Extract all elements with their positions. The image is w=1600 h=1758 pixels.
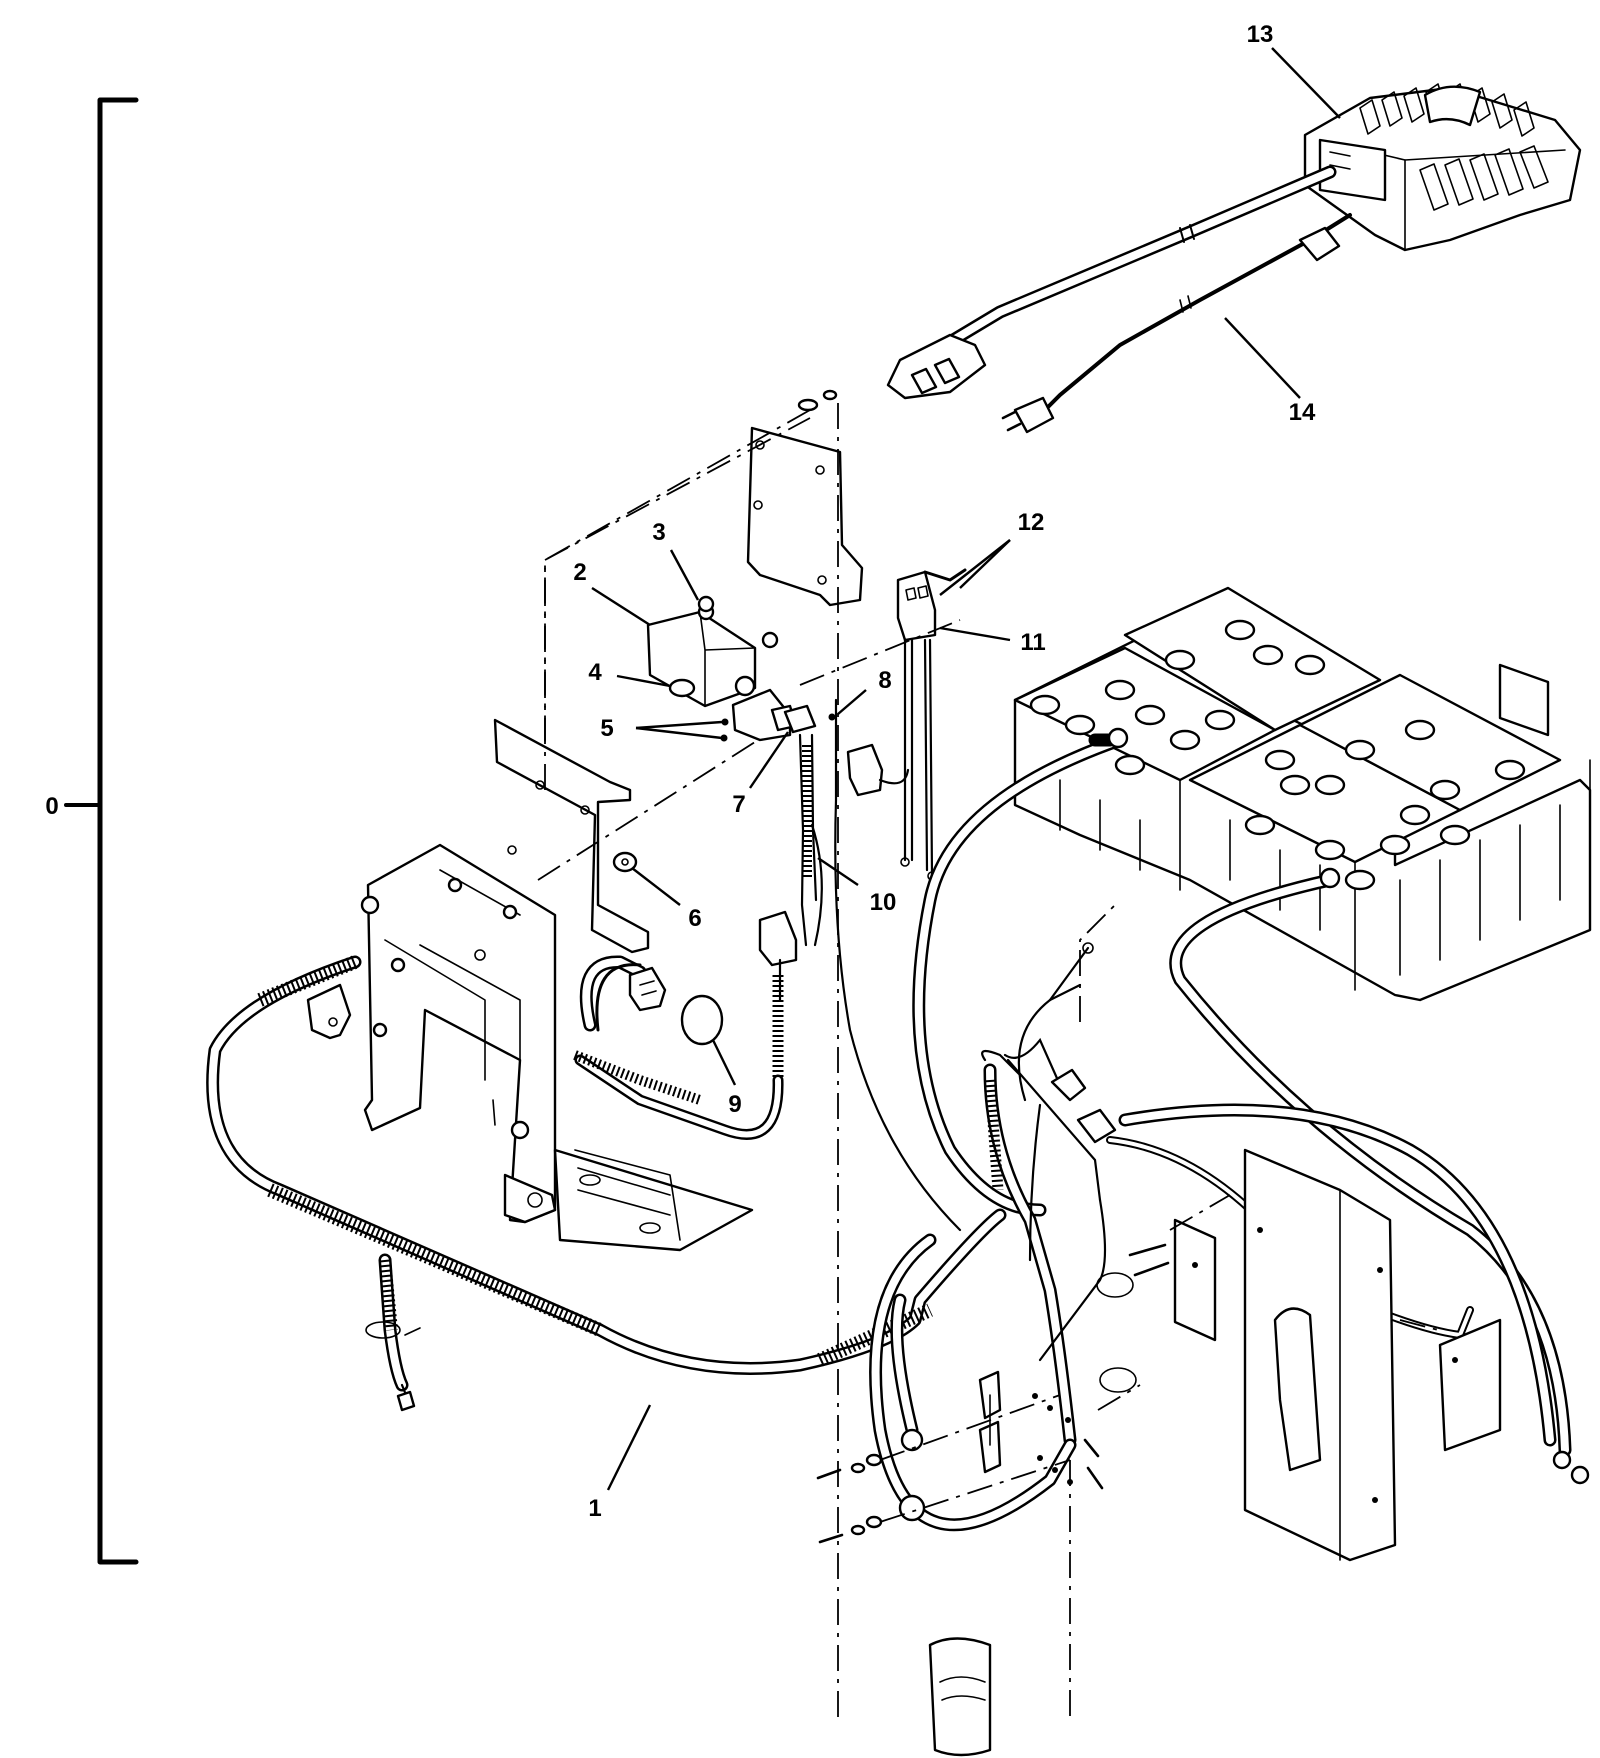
callout-5: 5 <box>600 715 613 742</box>
terminal-block <box>816 1370 1104 1544</box>
fuse-holder <box>646 603 798 742</box>
small-screw <box>828 713 836 721</box>
center-harness <box>981 942 1474 1447</box>
callout-6: 6 <box>688 905 701 932</box>
assembly-bracket <box>64 97 139 1565</box>
callout-12: 12 <box>1018 509 1045 536</box>
wire-harness <box>573 698 962 1232</box>
battery-pack <box>1013 586 1592 1002</box>
battery-charger <box>1303 83 1582 252</box>
relay-fuse <box>783 704 817 734</box>
ac-power-cord <box>1001 213 1352 434</box>
charger-dc-cable <box>886 165 1337 400</box>
callout-labels: 0 1 2 3 4 5 6 7 8 9 10 11 12 13 14 <box>45 21 1316 1522</box>
callout-11: 11 <box>1020 629 1045 656</box>
callout-2: 2 <box>573 559 586 586</box>
controller-box <box>1096 1148 1502 1562</box>
callout-3: 3 <box>652 519 665 546</box>
callout-7: 7 <box>732 791 745 818</box>
callout-4: 4 <box>588 659 602 686</box>
callout-8: 8 <box>878 667 891 694</box>
bolt <box>697 595 715 613</box>
cable-tie <box>680 994 724 1046</box>
callout-1: 1 <box>588 1495 601 1522</box>
callout-13: 13 <box>1247 21 1274 48</box>
harness-cable-loop <box>579 955 667 1032</box>
back-plate <box>493 718 650 954</box>
battery-cables <box>912 727 1590 1485</box>
callout-9: 9 <box>728 1091 741 1118</box>
mounting-plate <box>746 426 864 607</box>
connector-pigtail <box>846 568 967 881</box>
callout-0: 0 <box>45 793 58 820</box>
battery-mount-frame <box>306 843 754 1252</box>
top-washer-nut <box>797 389 838 412</box>
screw-pair <box>720 718 729 742</box>
callout-14: 14 <box>1289 399 1316 426</box>
flat-washer <box>612 851 638 873</box>
callout-10: 10 <box>870 889 897 916</box>
ground-cable <box>869 1233 1077 1532</box>
battery-terminals <box>1029 619 1526 891</box>
nut <box>668 678 696 698</box>
grease-tube <box>928 1637 992 1757</box>
